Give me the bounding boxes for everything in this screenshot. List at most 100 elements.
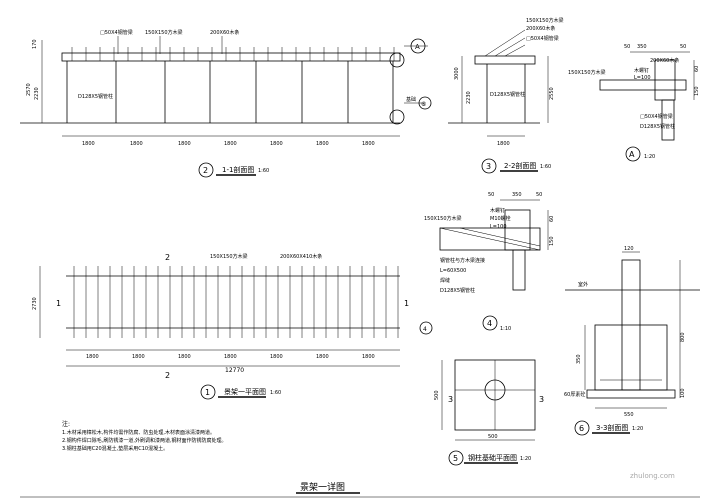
dim-plan-h-2: 1800 xyxy=(132,354,145,360)
dim-a-350: 350 xyxy=(637,44,647,50)
label-a-length: L=100 xyxy=(634,75,651,81)
dim-2-2-2230: 2230 xyxy=(466,91,472,104)
label-3-3-outdoor: 室外 xyxy=(578,281,588,288)
notes: 注: 1.木材采用樟松木,构件均需作防腐、防虫处理,木材表面涂清漆两道。 2.钢… xyxy=(62,420,227,452)
section-1-1: □50X4钢管梁 150X150方木梁 200X60木条 D128X5钢管柱 1… xyxy=(20,29,432,178)
caption-title: 1-1剖面图 xyxy=(222,165,254,174)
label-post: D128X5钢管柱 xyxy=(78,93,113,100)
notes-item-2: 2.钢构件焊口除毛,刷防锈漆一道,外刷调和漆两道,钢材面作防锈防腐处理。 xyxy=(62,437,227,444)
plan-view: 2 2 1 1 150X150方木梁 200X60X410木条 2730 180… xyxy=(32,253,433,400)
label-a-slat: 200X60木条 xyxy=(650,57,679,64)
detail-a: 350 50 50 200X60木条 150X150方木梁 木螺钉 L=100 … xyxy=(568,44,700,162)
rafter-ticks xyxy=(71,47,395,61)
caption-circle xyxy=(198,162,214,178)
caption-footing-num: 5 xyxy=(453,454,458,463)
footing-plan: 3 3 500 500 5 钢柱基础平面图 1:20 xyxy=(434,359,544,466)
caption-a-letter: A xyxy=(629,150,635,159)
watermark: zhulong.com xyxy=(630,472,675,480)
label-4-length: L=100 xyxy=(490,224,507,230)
caption-4-num: 4 xyxy=(487,319,492,328)
label-2-2-post: D128X5钢管柱 xyxy=(490,91,525,98)
detail-4: 50 350 50 150X150方木梁 木螺钉 M10螺栓 L=100 钢管柱… xyxy=(424,192,555,332)
dim-2-2-3000: 3000 xyxy=(454,67,460,80)
label-a-screw: 木螺钉 xyxy=(634,67,649,74)
label-a-post: D128X5钢管柱 xyxy=(640,123,675,130)
posts xyxy=(66,61,394,123)
caption-footing-title: 钢柱基础平面图 xyxy=(468,453,517,462)
dim-plan-h-6: 1800 xyxy=(316,354,329,360)
caption-4-scale: 1:10 xyxy=(500,326,511,332)
label-2-2-timber-slat: 200X60木条 xyxy=(526,25,555,32)
dim-4-150: 150 xyxy=(549,236,555,246)
callout-a-circle xyxy=(389,52,405,68)
label-timber-beam: 150X150方木梁 xyxy=(145,29,183,36)
dim-a-50-right: 50 xyxy=(680,44,686,50)
notes-title: 注: xyxy=(62,420,70,428)
dim-a-60: 60 xyxy=(694,66,700,72)
dim-2-2-h: 1800 xyxy=(497,141,510,147)
notes-item-1: 1.木材采用樟松木,构件均需作防腐、防虫处理,木材表面涂清漆两道。 xyxy=(62,429,215,436)
dim-plan-h-3: 1800 xyxy=(178,354,191,360)
dim-plan-h-1: 1800 xyxy=(86,354,99,360)
label-timber-slat: 200X60木条 xyxy=(210,29,239,36)
sheet-title: 景架一详图 xyxy=(300,481,345,493)
section-mark-2-bottom: 2 xyxy=(165,371,170,380)
label-2-2-timber-beam: 150X150方木梁 xyxy=(526,17,564,24)
dim-plan-h-4: 1800 xyxy=(224,354,237,360)
label-a-steel-beam: □50X4钢管梁 xyxy=(640,113,673,120)
label-plan-slat: 200X60X410木条 xyxy=(280,253,322,260)
caption-3-3-num: 6 xyxy=(579,424,584,433)
dim-plan-total: 12770 xyxy=(225,367,244,374)
top-beam xyxy=(61,52,401,62)
dim-plan-v: 2730 xyxy=(32,297,38,310)
dim-footing-v: 500 xyxy=(434,390,440,400)
label-plan-beam: 150X150方木梁 xyxy=(210,253,248,260)
dim-h-3: 1800 xyxy=(178,141,191,147)
label-4-screw: 木螺钉 xyxy=(490,207,505,214)
caption-plan-title: 景架一平面图 xyxy=(224,388,266,396)
label-3-3-concrete: 60厚素砼 xyxy=(564,391,585,398)
dim-v-170: 170 xyxy=(32,39,38,49)
ref-base-note: 基础 xyxy=(406,96,416,103)
caption-3-3-title: 3-3剖面图 xyxy=(596,423,628,432)
caption-a-scale: 1:20 xyxy=(644,154,655,160)
label-4-post: D128X5钢管柱 xyxy=(440,287,475,294)
section-3-3: 室外 60厚素砼 120 550 350 800 100 6 3-3剖面图 1:… xyxy=(564,246,700,436)
dim-4-50-left: 50 xyxy=(488,192,494,198)
dim-v-2230: 2230 xyxy=(34,87,40,100)
section-mark-2-top: 2 xyxy=(165,253,170,262)
ref-plan-num: 4 xyxy=(423,326,427,333)
caption-plan-num: 1 xyxy=(205,388,210,397)
notes-item-3: 3.钢柱基础用C20混凝土,垫层采用C10混凝土。 xyxy=(62,445,168,452)
label-4-connection: 钢管柱与方木梁连接 xyxy=(440,257,485,264)
label-2-2-steel-beam: □50X4钢管梁 xyxy=(526,35,559,42)
footing-mark-3-right: 3 xyxy=(539,395,544,404)
label-4-plate: L=60X500 xyxy=(440,268,466,274)
section-2-2: 150X150方木梁 200X60木条 □50X4钢管梁 D128X5钢管柱 3… xyxy=(448,17,564,174)
label-4-beam: 150X150方木梁 xyxy=(424,215,462,222)
caption-2-2-num: 3 xyxy=(486,162,491,171)
dim-3-3-550: 550 xyxy=(624,412,634,418)
label-a-beam: 150X150方木梁 xyxy=(568,69,606,76)
section-mark-1-right: 1 xyxy=(404,299,409,308)
caption-plan-scale: 1:60 xyxy=(270,390,281,396)
label-4-weld: 焊缝 xyxy=(440,277,450,284)
dim-3-3-800: 800 xyxy=(680,332,686,342)
caption-footing-scale: 1:20 xyxy=(520,456,531,462)
caption-num: 2 xyxy=(203,166,208,175)
callout-a-letter: A xyxy=(415,43,420,51)
section-mark-1-left: 1 xyxy=(56,299,61,308)
dim-v-2570: 2570 xyxy=(26,83,32,96)
dim-h-5: 1800 xyxy=(270,141,283,147)
dim-h-4: 1800 xyxy=(224,141,237,147)
dim-h-6: 1800 xyxy=(316,141,329,147)
caption-2-2-title: 2-2剖面图 xyxy=(504,161,536,170)
ref-base-num: ⑥ xyxy=(421,101,426,108)
caption-2-2-scale: 1:60 xyxy=(540,164,551,170)
dim-2-2-2550: 2550 xyxy=(549,87,555,100)
dim-3-3-100: 100 xyxy=(680,388,686,398)
footing-mark-3-left: 3 xyxy=(448,395,453,404)
dim-h-2: 1800 xyxy=(130,141,143,147)
dim-footing-h: 500 xyxy=(488,434,498,440)
